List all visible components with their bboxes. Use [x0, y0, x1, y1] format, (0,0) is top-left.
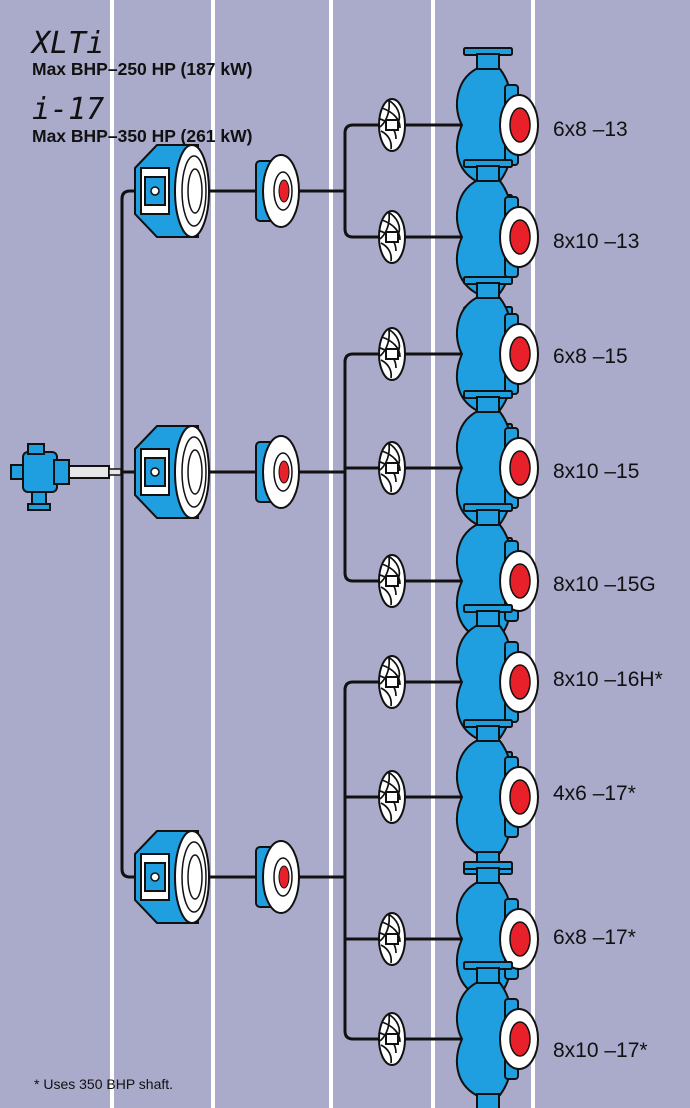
impeller-icon: [378, 554, 406, 608]
seal-chamber-icon: [255, 840, 300, 914]
pump-casing-icon: [455, 719, 539, 875]
impeller-icon: [378, 912, 406, 966]
seal-chamber-icon: [255, 435, 300, 509]
pump-size-label: 8x10 –17*: [553, 1039, 648, 1062]
pump-size-label: 8x10 –15: [553, 460, 640, 483]
model-name-xlti: XLTi: [32, 26, 105, 61]
seal-chamber-icon: [255, 154, 300, 228]
impeller-icon: [378, 770, 406, 824]
column-divider: [531, 0, 535, 1108]
max-bhp-i17: Max BHP–350 HP (261 kW): [32, 126, 253, 146]
pump-size-label: 6x8 –15: [553, 345, 628, 368]
pump-size-label: 8x10 –16H*: [553, 668, 663, 691]
pump-size-label: 6x8 –13: [553, 118, 628, 141]
pump-size-label: 6x8 –17*: [553, 926, 636, 949]
column-divider: [211, 0, 215, 1108]
max-bhp-xlti: Max BHP–250 HP (187 kW): [32, 59, 253, 79]
column-divider: [110, 0, 114, 1108]
footnote: * Uses 350 BHP shaft.: [34, 1076, 174, 1092]
impeller-icon: [378, 655, 406, 709]
impeller-icon: [378, 98, 406, 152]
bearing-frame-adapter-icon: [134, 425, 210, 519]
impeller-icon: [378, 1012, 406, 1066]
impeller-icon: [378, 210, 406, 264]
bearing-frame-adapter-icon: [134, 144, 210, 238]
bearing-frame-adapter-icon: [134, 830, 210, 924]
column-divider: [329, 0, 333, 1108]
impeller-icon: [378, 441, 406, 495]
model-name-i17: i-17: [32, 92, 105, 127]
pump-size-label: 8x10 –13: [553, 230, 640, 253]
impeller-icon: [378, 327, 406, 381]
power-end-icon: [10, 443, 122, 511]
pump-size-label: 8x10 –15G: [553, 573, 656, 596]
column-divider: [431, 0, 435, 1108]
pump-size-label: 4x6 –17*: [553, 782, 636, 805]
